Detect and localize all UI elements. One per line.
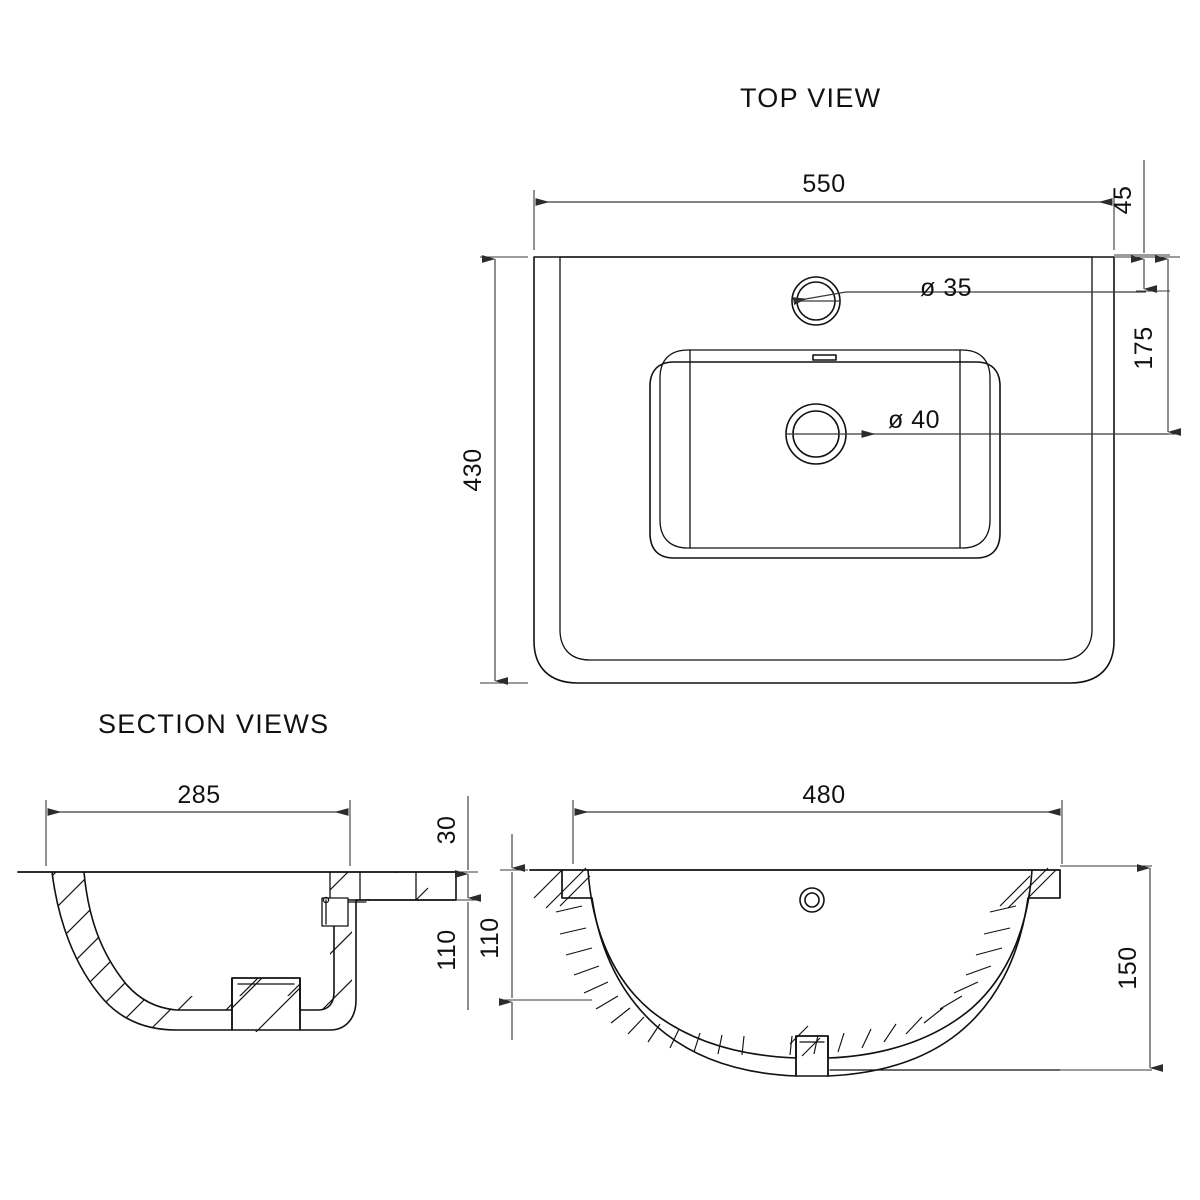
dimension-550-label: 550: [802, 170, 845, 198]
top-view-group: TOP VIEW 550: [459, 83, 1182, 685]
side-section-bowl-surface: [83, 871, 335, 1011]
bowl-opening-inner-outline: [659, 349, 991, 549]
dimension-430: 430: [459, 255, 528, 685]
front-section-outer-profile: [529, 869, 1061, 1077]
side-section-overflow-boss: [321, 896, 367, 927]
front-section-hatch: [533, 867, 1057, 1057]
front-section-view: 480 110 150: [476, 781, 1164, 1077]
front-section-bowl-surface: [587, 869, 1033, 1059]
basin-outer-outline: [533, 256, 1115, 684]
dimension-285-label: 285: [177, 781, 220, 809]
callout-dia-35: ø 35: [792, 274, 1146, 305]
dimension-110-front-label: 110: [476, 917, 504, 958]
dimension-150-label: 150: [1114, 946, 1142, 989]
dimension-480: 480: [572, 781, 1063, 864]
side-section-wall-hatch: [18, 872, 176, 1030]
basin-rim-inner-outline: [559, 256, 1093, 661]
callout-dia-35-label: ø 35: [920, 274, 972, 302]
dimension-30-label: 30: [433, 816, 461, 845]
dimension-45: 45: [1109, 160, 1170, 293]
dimension-285: 285: [45, 781, 351, 866]
side-section-drain-hatch: [232, 978, 300, 1032]
dimension-110-side-label: 110: [433, 929, 461, 970]
section-views-title: SECTION VIEWS: [98, 709, 329, 739]
dimension-430-label: 430: [459, 448, 487, 491]
dimension-110-side: 110: [433, 902, 469, 1010]
dimension-45-label: 45: [1109, 186, 1137, 215]
dimension-175: 175: [1046, 255, 1182, 436]
overflow-slot-icon: [812, 354, 837, 361]
dimension-110-front: 110: [476, 834, 592, 1040]
callout-dia-40: ø 40: [786, 406, 1168, 438]
side-section-tap-hole-cut: [359, 872, 417, 900]
side-section-rim-hatch: [330, 872, 429, 900]
front-section-left-rim: [561, 869, 593, 899]
side-section-drain-boss: [231, 977, 301, 1031]
front-section-overflow-icon: [799, 887, 825, 913]
front-section-right-rim: [1027, 869, 1061, 899]
dimension-150: 150: [1060, 864, 1164, 1072]
side-section-outer-profile: [17, 871, 457, 1031]
dimension-480-label: 480: [802, 781, 845, 809]
dimension-175-label: 175: [1130, 326, 1158, 369]
dimension-30: 30: [433, 796, 482, 902]
section-views-group: SECTION VIEWS: [17, 709, 1164, 1077]
dimension-550: 550: [533, 170, 1115, 250]
callout-dia-40-label: ø 40: [888, 406, 940, 434]
front-section-drain-boss: [795, 1035, 829, 1077]
bowl-opening-outline: [649, 361, 1001, 559]
top-view-title: TOP VIEW: [740, 83, 881, 113]
